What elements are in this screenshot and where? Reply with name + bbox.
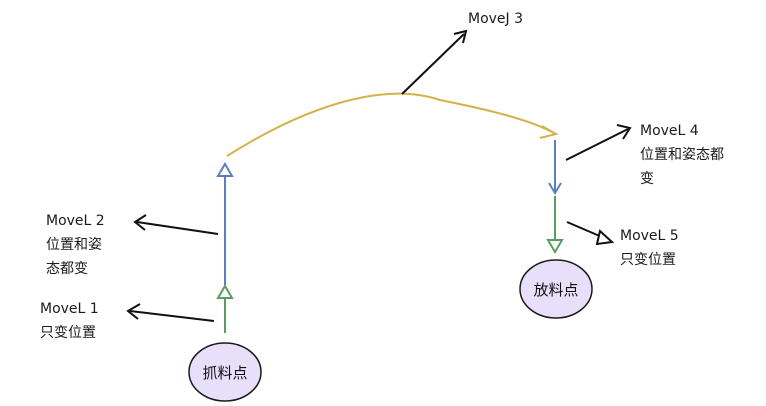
- pick-point-label: 抓料点: [202, 364, 248, 382]
- movel1-arrowhead: [216, 284, 234, 299]
- movej3-arrowhead: [539, 125, 559, 139]
- movel5-label-line2: 只变位置: [620, 252, 676, 268]
- place-point-node: [519, 259, 593, 319]
- movel2-arrowhead: [216, 162, 234, 177]
- pick-point-node: [188, 342, 262, 402]
- movel4-label-title: MoveL 4: [640, 123, 699, 139]
- movel5-label-title: MoveL 5: [620, 228, 679, 244]
- movel1-label-title: MoveL 1: [40, 301, 99, 317]
- movej3-label: MoveJ 3: [468, 11, 524, 27]
- movel4-label-line2: 位置和姿态都: [640, 147, 724, 163]
- movel5-pointer-head: [595, 229, 615, 246]
- movel4-pointer-head: [616, 124, 632, 140]
- movel2-label-title: MoveL 2: [46, 213, 105, 229]
- movel1-pointer: [129, 310, 215, 322]
- movel2-label-line3: 态都变: [46, 261, 88, 277]
- movel4-pointer: [565, 128, 629, 161]
- movel2-pointer: [136, 221, 219, 235]
- movej3-path: [226, 92, 553, 157]
- movej3-pointer-head: [453, 29, 468, 44]
- movel1-pointer-head: [126, 303, 141, 320]
- movej3-pointer: [401, 33, 465, 95]
- movel4-label-line3: 变: [640, 171, 654, 187]
- movel2-label-line2: 位置和姿: [46, 237, 102, 253]
- movel2-pointer-head: [133, 214, 147, 231]
- movel5-arrowhead: [546, 239, 564, 254]
- movel1-label-line2: 只变位置: [40, 325, 96, 341]
- movel5-pointer: [566, 221, 603, 238]
- place-point-label: 放料点: [533, 281, 579, 299]
- movel4-arrowhead: [548, 182, 562, 195]
